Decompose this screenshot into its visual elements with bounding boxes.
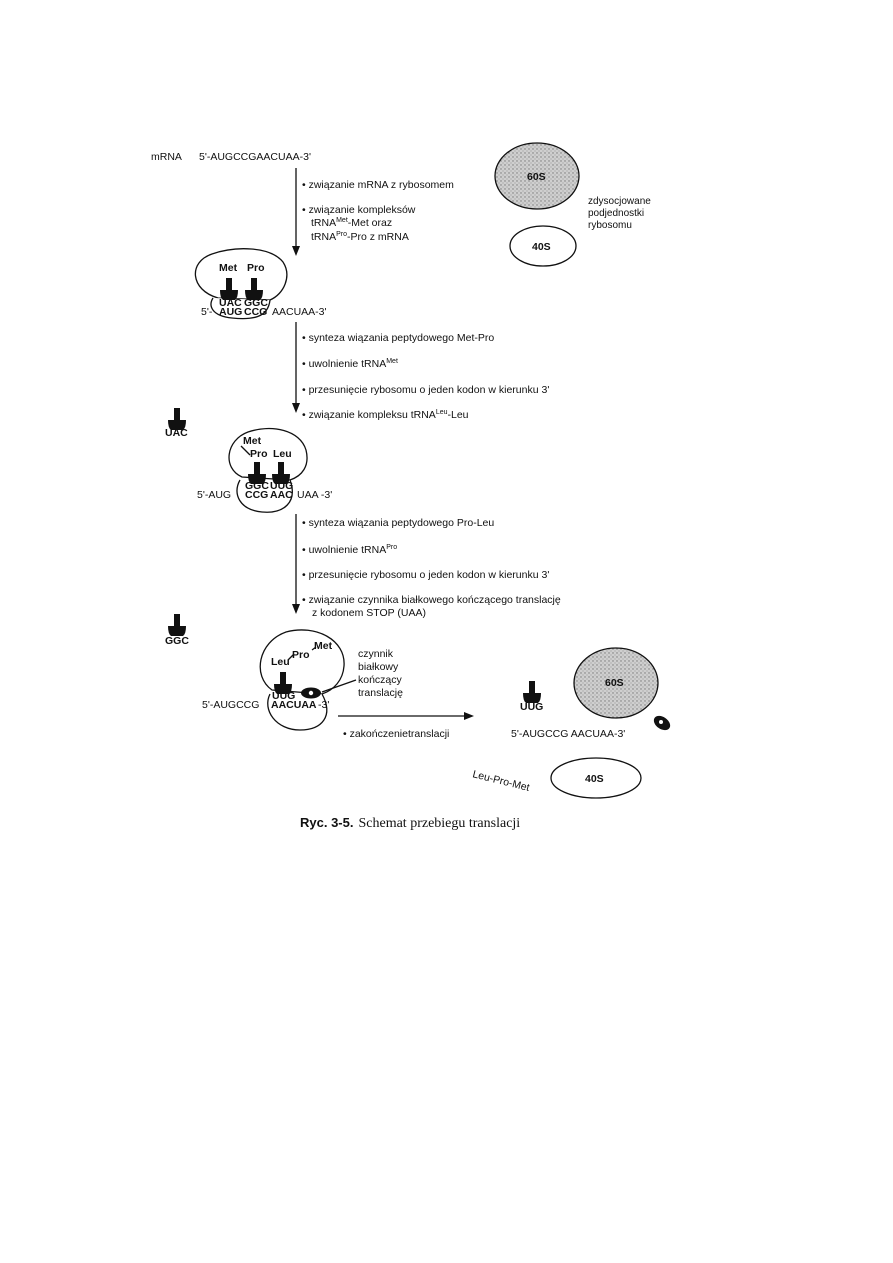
step-bind-mrna: • związanie mRNA z rybosomem — [302, 179, 454, 191]
termination-label: • zakończenietranslacji — [343, 728, 449, 740]
final-label-60s: 60S — [605, 677, 624, 689]
step-translocation-2: • przesunięcie rybosomu o jeden kodon w … — [302, 569, 549, 581]
factor-pointer-line — [321, 679, 357, 693]
process-arrow-3-head — [292, 604, 300, 614]
aa-met-1: Met — [219, 262, 238, 274]
final-label-40s: 40S — [585, 773, 604, 785]
anticodon-uug-3: UUG — [272, 690, 295, 702]
label-60s-top: 60S — [527, 171, 546, 183]
final-large-subunit-60s — [573, 647, 659, 719]
aa-leu-2: Leu — [273, 448, 292, 460]
aa-pro-2: Pro — [250, 448, 268, 460]
process-arrow-1-head — [292, 246, 300, 256]
mrna-prefix-3: 5'-AUGCCG — [202, 699, 259, 711]
aa-pro-1: Pro — [247, 262, 265, 274]
step-bind-complexes: • związanie kompleksów — [302, 204, 416, 216]
codon-aac-2: AAC — [270, 489, 293, 501]
final-release-factor-highlight — [659, 720, 663, 724]
aa-met-3: Met — [314, 640, 333, 652]
termination-arrow-head — [464, 712, 474, 720]
ribosome-stage-1 — [194, 248, 288, 320]
label-40s-top: 40S — [532, 241, 551, 253]
final-small-subunit-40s — [550, 757, 642, 799]
peptide-bond-met-pro — [240, 445, 251, 456]
final-trna-label: UUG — [520, 701, 543, 713]
codon-aug-1: AUG — [219, 306, 242, 318]
anticodon-ggc-2: GGC — [245, 480, 269, 492]
step-release-trna-met: • uwolnienie tRNAMet — [302, 358, 398, 370]
step-trna-met: tRNAMet-Met oraz — [311, 217, 392, 229]
mrna-rest-3: -3' — [318, 699, 329, 711]
step-translocation-1: • przesunięcie rybosomu o jeden kodon w … — [302, 384, 549, 396]
free-trna-ggc-icon — [168, 614, 186, 636]
free-trna-uac-label: UAC — [165, 427, 188, 439]
figure-caption: Ryc. 3-5.Schemat przebiegu translacji — [300, 815, 520, 831]
factor-label-1: czynnik — [358, 648, 394, 660]
aa-met-2: Met — [243, 435, 262, 447]
dissociated-line-3: rybosomu — [588, 220, 632, 231]
dissociated-line-2: podjednostki — [588, 208, 644, 219]
anticodon-ggc-1: GGC — [244, 297, 268, 309]
step-release-factor-2: z kodonem STOP (UAA) — [312, 607, 426, 619]
mrna-sequence: 5'-AUGCCGAACUAA-3' — [199, 151, 311, 163]
mrna-rest-2: UAA -3' — [297, 489, 332, 501]
factor-label-4: translację — [358, 687, 403, 699]
step-peptide-met-pro: • synteza wiązania peptydowego Met-Pro — [302, 332, 494, 344]
released-peptide: Leu-Pro-Met — [471, 768, 531, 794]
large-subunit-60s — [494, 142, 580, 210]
factor-label-3: kończący — [358, 674, 403, 686]
release-factor-highlight — [308, 690, 314, 696]
peptide-bond-pro-met — [311, 646, 317, 651]
codon-stop-3: AACUAA — [271, 699, 317, 711]
anticodon-uac-1: UAC — [219, 297, 242, 309]
aa-pro-3: Pro — [292, 649, 310, 661]
step-release-trna-pro: • uwolnienie tRNAPro — [302, 544, 397, 556]
ribosome-stage-2 — [228, 428, 308, 513]
final-mrna: 5'-AUGCCG AACUAA-3' — [511, 728, 625, 740]
small-subunit-40s — [509, 225, 577, 267]
final-trna-icon — [523, 681, 541, 703]
mrna-rest-1: AACUAA-3' — [272, 306, 327, 318]
step-peptide-pro-leu: • synteza wiązania peptydowego Pro-Leu — [302, 517, 494, 529]
process-arrow-2-head — [292, 403, 300, 413]
step-trna-pro: tRNAPro-Pro z mRNA — [311, 231, 409, 243]
mrna-label: mRNA — [151, 151, 182, 163]
anticodon-uug-2: UUG — [270, 480, 293, 492]
codon-ccg-2: CCG — [245, 489, 268, 501]
aa-leu-3: Leu — [271, 656, 290, 668]
factor-label-2: białkowy — [358, 661, 399, 673]
mrna-prefix-1: 5'- — [201, 306, 213, 318]
step-bind-leu: • związanie kompleksu tRNALeu-Leu — [302, 409, 469, 421]
free-trna-ggc-label: GGC — [165, 635, 189, 647]
peptide-bond-leu-pro — [287, 653, 295, 661]
step-release-factor-1: • związanie czynnika białkowego kończące… — [302, 594, 561, 606]
mrna-prefix-2: 5'-AUG — [197, 489, 231, 501]
codon-ccg-1: CCG — [244, 306, 267, 318]
dissociated-line-1: zdysocjowane — [588, 196, 651, 207]
